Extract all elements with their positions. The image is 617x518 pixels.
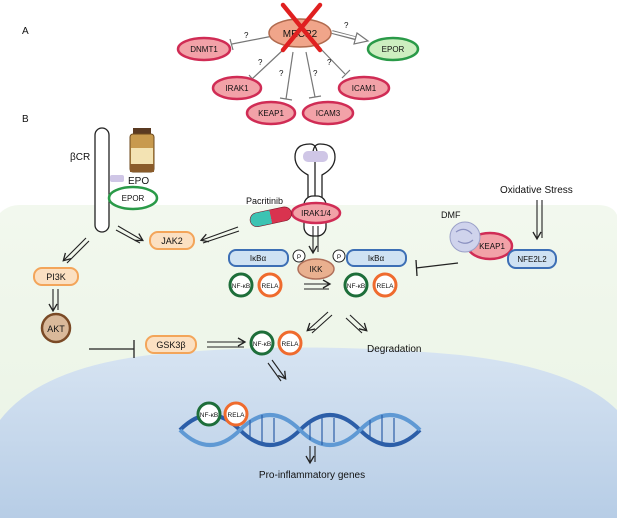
dmf-label: DMF	[441, 210, 461, 220]
keap1-a-label: KEAP1	[258, 109, 284, 118]
irak14-label: IRAK1/4	[301, 209, 331, 218]
pacritinib-pill-icon	[249, 206, 292, 228]
node-icam1: ICAM1	[337, 75, 391, 101]
nfkb-right-label: NF-κB	[347, 283, 365, 290]
panel-b-label: B	[22, 114, 29, 125]
oxidative-label: Oxidative Stress	[500, 185, 573, 196]
node-irak14: IRAK1/4	[290, 201, 342, 225]
nfkb-to-dna-arrow	[271, 359, 287, 380]
mecp2-label: MECP2	[283, 29, 318, 40]
pacritinib-label: Pacritinib	[246, 196, 283, 206]
q-irak1: ?	[258, 58, 263, 67]
pi3k-label: PI3K	[46, 272, 66, 282]
inhibition-lines	[89, 259, 459, 358]
bcr-to-pi3k-arrow	[62, 237, 87, 262]
bcr-receptor: βCR	[70, 127, 110, 233]
nfkb-free-label: NF-κB	[253, 341, 271, 348]
degradation-label: Degradation	[367, 344, 421, 355]
q-keap1: ?	[279, 69, 284, 78]
node-nfe2l2: NFE2L2	[507, 249, 557, 269]
node-akt: AKT	[40, 312, 72, 344]
gsk3b-label: GSK3β	[156, 340, 185, 350]
nfkb-rela-dna: NF-κB RELA	[196, 401, 249, 427]
dmf-molecule-icon	[449, 221, 481, 253]
rela-left-label: RELA	[262, 283, 280, 290]
complex-to-degradation-arrow	[349, 314, 368, 332]
epor-a-label: EPOR	[382, 45, 405, 54]
phospho-ikk-label: P	[297, 254, 301, 261]
irak-to-jak2-arrow	[199, 226, 239, 243]
q-dnmt1: ?	[244, 31, 249, 40]
ikba-left-label: IκBα	[250, 254, 267, 263]
rela-dna-label: RELA	[228, 412, 246, 419]
nucleus	[0, 347, 617, 518]
q-icam3: ?	[313, 69, 318, 78]
akt-label: AKT	[47, 324, 65, 334]
icam1-label: ICAM1	[352, 84, 377, 93]
node-ikk: IKK P	[292, 249, 335, 280]
panel-a-question-marks: ? ? ? ? ? ?	[244, 21, 349, 78]
keap1-inhibits-ikba	[415, 262, 459, 269]
irak1-label: IRAK1	[225, 84, 249, 93]
pathway-arrows	[48, 200, 543, 465]
bcr-to-jak2-arrow	[117, 225, 144, 242]
panel-a-label: A	[22, 26, 29, 37]
ikba-complex-left: IκBα NF-κB RELA	[228, 249, 289, 298]
node-epor-a: EPOR	[366, 36, 420, 62]
epo-bottle-icon	[129, 128, 155, 173]
epo-ligand	[110, 175, 124, 182]
ikk-label: IKK	[310, 265, 324, 274]
epor-b-label: EPOR	[122, 194, 145, 203]
nfe2l2-label: NFE2L2	[517, 255, 547, 264]
nfkb-rela-free: NF-κB RELA	[249, 330, 303, 356]
node-icam3: ICAM3	[301, 100, 355, 126]
genes-label: Pro-inflammatory genes	[259, 470, 365, 481]
knockout-cross-icon	[280, 2, 323, 53]
nfkb-left-label: NF-κB	[232, 283, 250, 290]
complex-to-nfkb-arrow	[306, 311, 329, 332]
panel-a-links	[229, 35, 351, 101]
dnmt1-label: DNMT1	[190, 45, 218, 54]
jak2-label: JAK2	[161, 236, 183, 246]
q-icam1: ?	[327, 58, 332, 67]
rela-free-label: RELA	[282, 341, 300, 348]
phospho-ikba-label: P	[337, 254, 341, 261]
node-dnmt1: DNMT1	[176, 36, 232, 62]
node-irak1: IRAK1	[211, 75, 263, 101]
q-epor: ?	[344, 21, 349, 30]
ikba-right-label: IκBα	[368, 254, 385, 263]
rela-right-label: RELA	[377, 283, 395, 290]
mecp2-node: MECP2	[268, 2, 332, 53]
icam3-label: ICAM3	[316, 109, 341, 118]
node-jak2: JAK2	[149, 231, 195, 250]
receptor-ligand	[303, 151, 328, 162]
irak-receptor	[294, 143, 336, 200]
epo-label: EPO	[128, 176, 149, 187]
node-gsk3b: GSK3β	[145, 335, 197, 354]
nfkb-dna-label: NF-κB	[200, 412, 218, 419]
node-pi3k: PI3K	[33, 267, 79, 286]
ikba-complex-right: P IκBα NF-κB RELA	[332, 249, 407, 298]
dna-helix-icon	[178, 413, 422, 447]
bcr-label: βCR	[70, 152, 90, 163]
keap1-b-label: KEAP1	[479, 242, 505, 251]
epor-receptor: EPOR	[107, 185, 159, 211]
node-keap1-a: KEAP1	[245, 100, 297, 126]
